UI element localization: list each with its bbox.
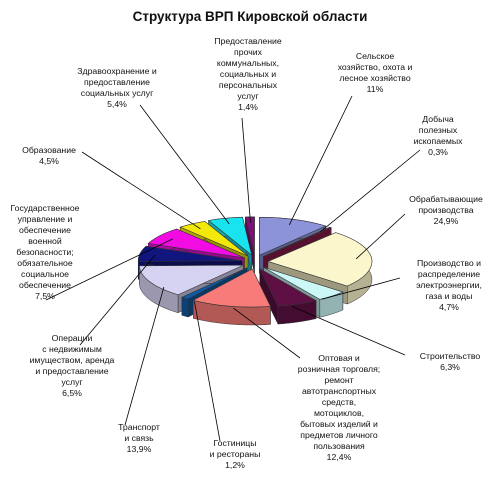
label-gov: Государственное управление и обеспечение… [10, 203, 80, 301]
slice-constr [259, 267, 317, 325]
slice-top-hotels [181, 267, 248, 300]
leader-line-manuf [355, 213, 406, 260]
leader-line-health [139, 104, 230, 225]
chart-title: Структура ВРП Кировской области [132, 9, 368, 24]
slice-top-energy [263, 267, 344, 300]
slice-top-edu [179, 221, 249, 257]
slice-trade [192, 268, 271, 326]
slice-top-mining [263, 226, 333, 257]
leader-line-transport [124, 286, 165, 426]
slice-top-transport [139, 264, 244, 296]
slice-rim-hotels [181, 296, 189, 318]
label-energy: Производство и распределение электроэнер… [416, 258, 482, 312]
slice-top-realty [137, 245, 243, 262]
slice-top-manuf [267, 232, 373, 287]
leader-line-hotels [194, 301, 221, 442]
leader-line-trade [233, 307, 301, 359]
leader-line-gov [45, 238, 173, 301]
leader-line-energy [321, 277, 401, 300]
leader-line-realty [79, 254, 156, 346]
label-realty: Операции с недвижимым имуществом, аренда… [29, 333, 115, 398]
label-agri: Сельское хозяйство, охота и лесное хозяй… [337, 51, 413, 94]
slice-other [244, 216, 255, 273]
leader-line-mining [320, 149, 421, 233]
leader-line-other [241, 117, 251, 223]
leader-line-constr [291, 306, 406, 356]
slice-manuf [267, 232, 373, 305]
slice-top-trade [192, 268, 271, 308]
label-health: Здравоохранение и предоставление социаль… [77, 66, 157, 109]
label-other: Предоставление прочих коммунальных, соци… [214, 36, 282, 112]
label-trade: Оптовая и розничная торговля; ремонт авт… [297, 353, 381, 462]
leader-line-agri [288, 95, 353, 226]
slice-top-agri [259, 216, 327, 256]
leader-line-edu [81, 151, 201, 230]
slice-top-constr [259, 267, 317, 307]
slice-top-gov [147, 228, 245, 259]
